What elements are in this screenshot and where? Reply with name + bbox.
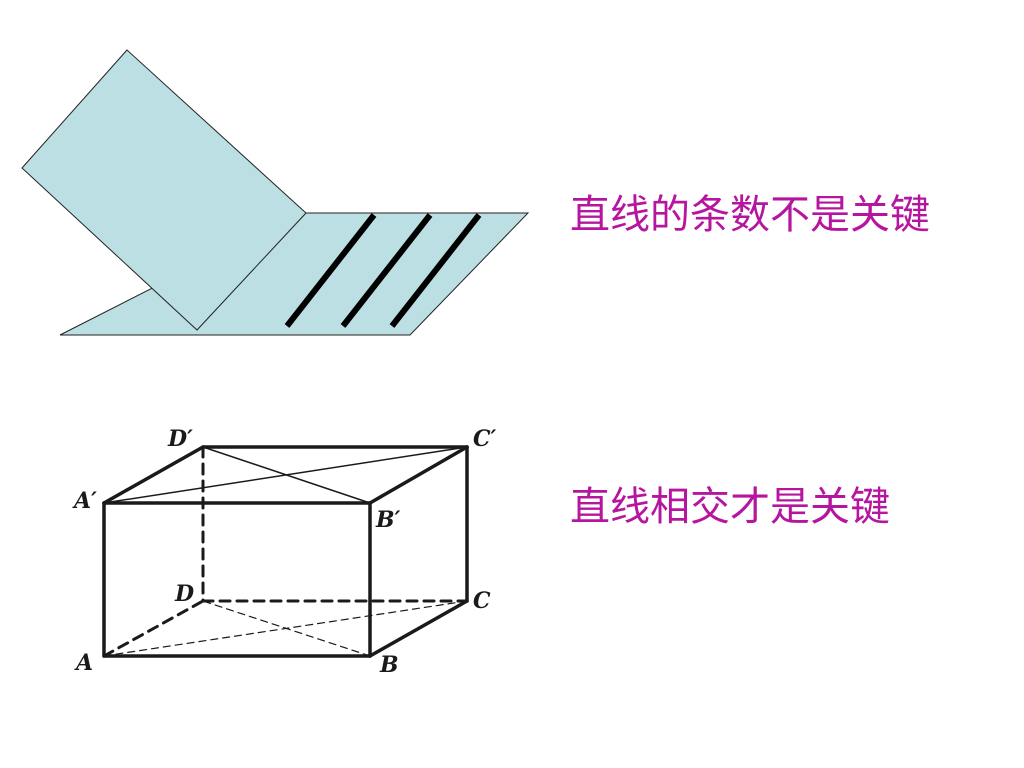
label-b-prime: B′ xyxy=(375,507,401,533)
caption-line-count: 直线的条数不是关键 xyxy=(570,192,930,238)
caption-intersecting: 直线相交才是关键 xyxy=(570,484,890,530)
edge-ad xyxy=(102,599,205,658)
label-b: B xyxy=(379,652,399,678)
label-c-prime: C′ xyxy=(473,426,497,452)
edge-c-prime-b-prime xyxy=(368,445,469,505)
tilted-plane xyxy=(21,49,307,331)
label-a-prime: A′ xyxy=(72,488,97,514)
parallel-line-2 xyxy=(340,213,433,328)
diagonal-bd xyxy=(202,600,371,657)
edge-bc xyxy=(368,599,469,658)
label-d-prime: D′ xyxy=(167,426,193,452)
edge-a-prime-d-prime xyxy=(102,445,205,505)
label-c: C xyxy=(473,588,491,614)
label-d: D xyxy=(174,581,194,607)
parallel-line-3 xyxy=(389,213,482,328)
parallel-line-1 xyxy=(284,213,377,328)
label-a: A xyxy=(74,650,93,676)
diagonal-b-prime-d-prime xyxy=(202,446,371,504)
